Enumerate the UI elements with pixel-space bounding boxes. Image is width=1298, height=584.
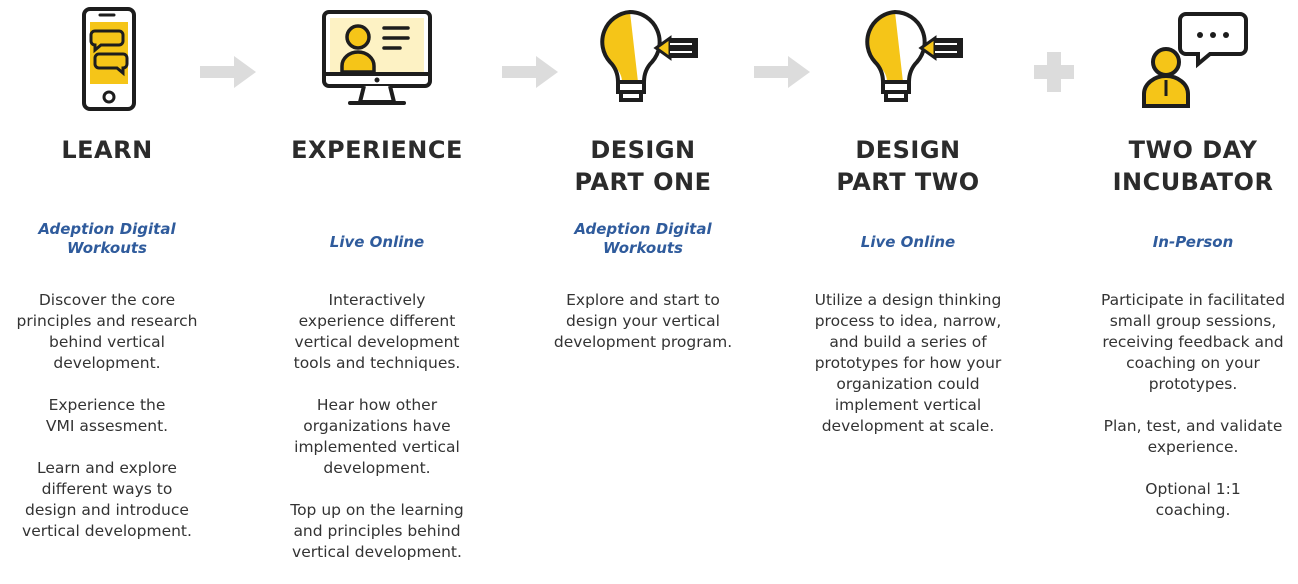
step-experience: EXPERIENCE Live Online Interactively exp… <box>272 0 482 583</box>
step-title: DESIGN PART ONE <box>574 136 712 196</box>
delivery-mode: Adeption Digital Workouts <box>38 220 176 257</box>
step-description: Utilize a design thinking process to ide… <box>814 291 1002 435</box>
delivery-mode: Live Online <box>860 233 956 251</box>
step-design-part-two: DESIGN PART TWO Live Online Utilize a de… <box>803 0 1013 583</box>
step-title: DESIGN PART TWO <box>836 136 980 196</box>
step-learn: LEARN Adeption Digital Workouts Discover… <box>2 0 212 583</box>
arrow-right-icon <box>752 52 812 92</box>
plus-icon <box>1030 48 1078 96</box>
step-title: LEARN <box>61 136 153 164</box>
step-description: Explore and start to design your vertica… <box>553 291 733 351</box>
step-description: Participate in facilitated small group s… <box>1100 291 1286 519</box>
smartphone-chat-icon <box>42 4 172 114</box>
arrow-right-icon <box>500 52 560 92</box>
step-two-day-incubator: TWO DAY INCUBATOR In-Person Participate … <box>1088 0 1298 583</box>
delivery-mode: Live Online <box>329 233 425 251</box>
step-design-part-one: DESIGN PART ONE Adeption Digital Workout… <box>538 0 748 583</box>
step-title: EXPERIENCE <box>291 136 463 164</box>
delivery-mode: In-Person <box>1152 233 1234 251</box>
person-speech-bubble-icon <box>1128 4 1258 114</box>
delivery-mode: Adeption Digital Workouts <box>574 220 712 257</box>
monitor-presenter-icon <box>312 4 442 114</box>
step-description: Interactively experience different verti… <box>290 291 464 561</box>
lightbulb-pencil-icon <box>578 4 708 114</box>
step-title: TWO DAY INCUBATOR <box>1112 136 1274 196</box>
lightbulb-pencil-icon <box>843 4 973 114</box>
arrow-right-icon <box>198 52 258 92</box>
step-description: Discover the core principles and researc… <box>16 291 198 540</box>
